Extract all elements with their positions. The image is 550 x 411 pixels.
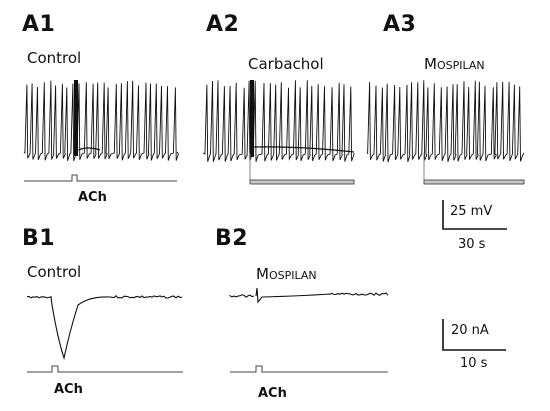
g-a2-depolarization [253,146,355,153]
a3-condition-rest: OSPILAN [436,59,485,72]
a1-spike-trace [23,80,179,162]
scalebar-b-time-label: 10 s [460,356,488,371]
b2-stimulus-marker [230,365,388,373]
g-a1-depolarization [77,147,101,151]
panel-label-a1: A1 [22,12,56,37]
scalebar-b [442,319,506,351]
b2-condition-label: MOSPILAN [256,265,317,283]
g-a2-burst [250,80,254,157]
b1-condition-label: Control [27,263,82,281]
g-a1-spikes [23,80,179,162]
panel-label-a3: A3 [383,12,417,37]
a3-condition-initial: M [424,55,437,73]
a2-application-bar [249,179,355,185]
a1-stimulus-marker [24,174,177,182]
panel-label-b2: B2 [215,226,249,251]
scalebar-b-current-label: 20 nA [451,323,489,338]
g-a3-spikes [367,80,525,163]
a1-condition-label: Control [27,49,82,67]
g-a1-burst [74,80,78,156]
a1-stimulus-label: ACh [78,190,107,205]
b2-condition-initial: M [256,265,269,283]
b1-stimulus-label: ACh [54,382,83,397]
panel-label-a2: A2 [206,12,240,37]
scalebar-a [442,200,507,230]
scalebar-a-voltage-label: 25 mV [450,204,493,219]
a2-spike-trace [202,80,355,162]
a3-application-bar [423,179,525,185]
a2-condition-label: Carbachol [248,55,324,73]
b2-stimulus-label: ACh [258,386,287,401]
panel-label-b1: B1 [22,226,56,251]
scalebar-a-time-label: 30 s [458,237,486,252]
g-a2-spikes [202,80,355,162]
b2-condition-rest: OSPILAN [268,269,317,282]
a3-spike-trace [367,80,525,163]
a3-condition-label: MOSPILAN [424,55,485,73]
b2-current-trace [229,287,389,304]
b1-stimulus-marker [27,365,183,373]
b1-current-trace [26,295,183,361]
